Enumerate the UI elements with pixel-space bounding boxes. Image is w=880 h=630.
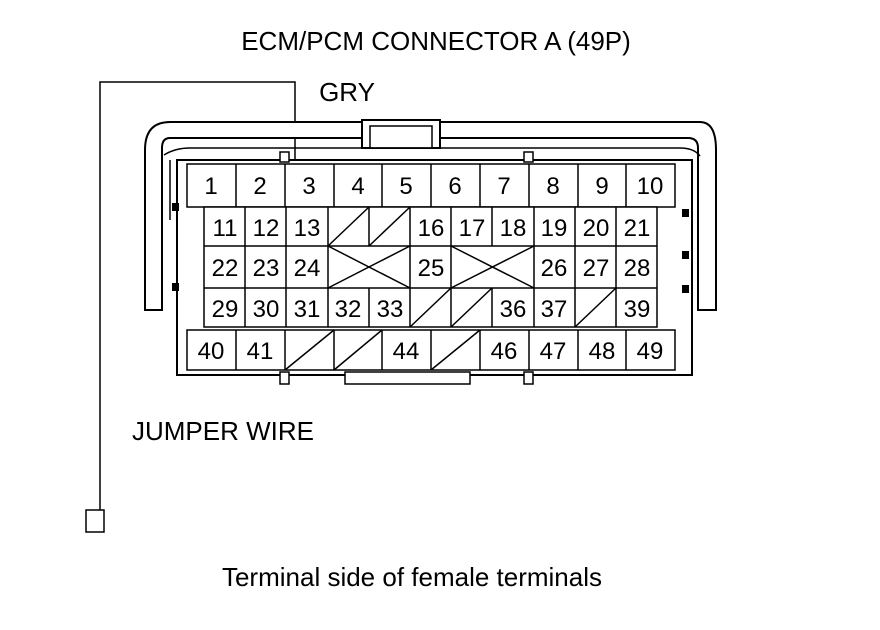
terminal-5: 5 <box>399 173 412 200</box>
terminal-32: 32 <box>335 296 362 323</box>
connector-housing <box>144 121 717 311</box>
side-marker <box>682 285 689 293</box>
terminal-22: 22 <box>212 255 239 282</box>
terminal-12: 12 <box>253 215 280 242</box>
terminal-26: 26 <box>541 255 568 282</box>
terminal-21: 21 <box>624 215 651 242</box>
terminal-11: 11 <box>213 215 238 242</box>
terminal-16: 16 <box>418 215 445 242</box>
terminal-25: 25 <box>418 255 445 282</box>
jumper-wire-plug <box>85 509 105 533</box>
side-marker <box>682 251 689 259</box>
key-tab <box>523 151 534 163</box>
terminal-17: 17 <box>459 215 486 242</box>
terminal-6: 6 <box>448 173 461 200</box>
jumper-wire-label: JUMPER WIRE <box>132 416 314 446</box>
terminal-36: 36 <box>500 296 527 323</box>
terminal-row-1 <box>186 163 676 208</box>
terminal-33: 33 <box>377 296 404 323</box>
side-marker <box>172 283 179 291</box>
terminal-2: 2 <box>253 173 266 200</box>
terminal-7: 7 <box>497 173 510 200</box>
jumper-wire <box>99 81 296 510</box>
terminal-10: 10 <box>637 173 664 200</box>
bottom-rib <box>344 371 471 385</box>
terminal-39: 39 <box>624 296 651 323</box>
side-marker <box>682 209 689 217</box>
key-tab <box>279 151 290 163</box>
terminal-41: 41 <box>247 338 274 365</box>
terminal-4: 4 <box>351 173 364 200</box>
terminal-8: 8 <box>546 173 559 200</box>
key-tab <box>523 371 534 385</box>
key-tab <box>279 371 290 385</box>
terminal-23: 23 <box>253 255 280 282</box>
terminal-18: 18 <box>500 215 527 242</box>
terminal-47: 47 <box>540 338 567 365</box>
color-label: GRY <box>319 77 375 107</box>
terminal-9: 9 <box>595 173 608 200</box>
terminal-27: 27 <box>583 255 610 282</box>
terminal-49: 49 <box>637 338 664 365</box>
terminal-3: 3 <box>302 173 315 200</box>
terminal-46: 46 <box>491 338 518 365</box>
diagram-title: ECM/PCM CONNECTOR A (49P) <box>241 26 631 56</box>
terminal-19: 19 <box>541 215 568 242</box>
terminal-grid-middle <box>203 206 658 328</box>
terminal-44: 44 <box>393 338 420 365</box>
terminal-48: 48 <box>589 338 616 365</box>
terminal-40: 40 <box>198 338 225 365</box>
terminal-13: 13 <box>294 215 321 242</box>
terminal-1: 1 <box>204 173 217 200</box>
terminal-31: 31 <box>294 296 321 323</box>
terminal-29: 29 <box>212 296 239 323</box>
terminal-24: 24 <box>294 255 321 282</box>
terminal-20: 20 <box>583 215 610 242</box>
terminal-28: 28 <box>624 255 651 282</box>
caption: Terminal side of female terminals <box>222 562 602 592</box>
terminal-37: 37 <box>541 296 568 323</box>
terminal-30: 30 <box>253 296 280 323</box>
side-marker <box>172 203 179 211</box>
terminal-row-5 <box>186 329 676 371</box>
